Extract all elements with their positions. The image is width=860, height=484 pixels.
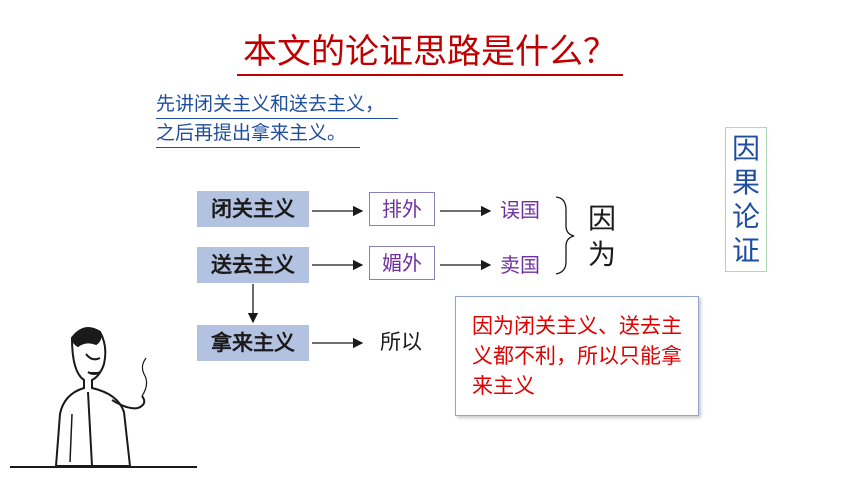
side-char-1: 因	[731, 132, 760, 165]
summary-line-2: 之后再提出拿来主义。	[156, 119, 361, 148]
side-label-causal-argument: 因 果 论 证	[725, 127, 767, 272]
cause-char-1: 因	[588, 202, 617, 235]
result-sell-nation: 卖国	[500, 253, 540, 277]
cause-char-2: 为	[588, 238, 617, 271]
term-closed-door: 闭关主义	[197, 191, 309, 227]
term-taking: 拿来主义	[197, 325, 309, 361]
summary: 先讲闭关主义和送去主义， 之后再提出拿来主义。	[156, 90, 399, 148]
brace	[555, 196, 575, 275]
page-title: 本文的论证思路是什么？	[0, 30, 860, 76]
side-char-3: 论	[731, 200, 760, 233]
conclusion-text: 因为闭关主义、送去主义都不利，所以只能拿来主义	[472, 314, 682, 398]
conclusion-box: 因为闭关主义、送去主义都不利，所以只能拿来主义	[455, 296, 699, 416]
man-illustration	[54, 327, 148, 467]
side-char-4: 证	[731, 234, 760, 267]
result-harm-nation: 误国	[500, 198, 540, 222]
term-sending-out: 送去主义	[197, 247, 309, 283]
reason-xenophobia: 排外	[369, 192, 435, 226]
side-char-2: 果	[731, 166, 760, 199]
therefore-label: 所以	[380, 330, 422, 354]
reason-fawning: 媚外	[369, 246, 435, 280]
